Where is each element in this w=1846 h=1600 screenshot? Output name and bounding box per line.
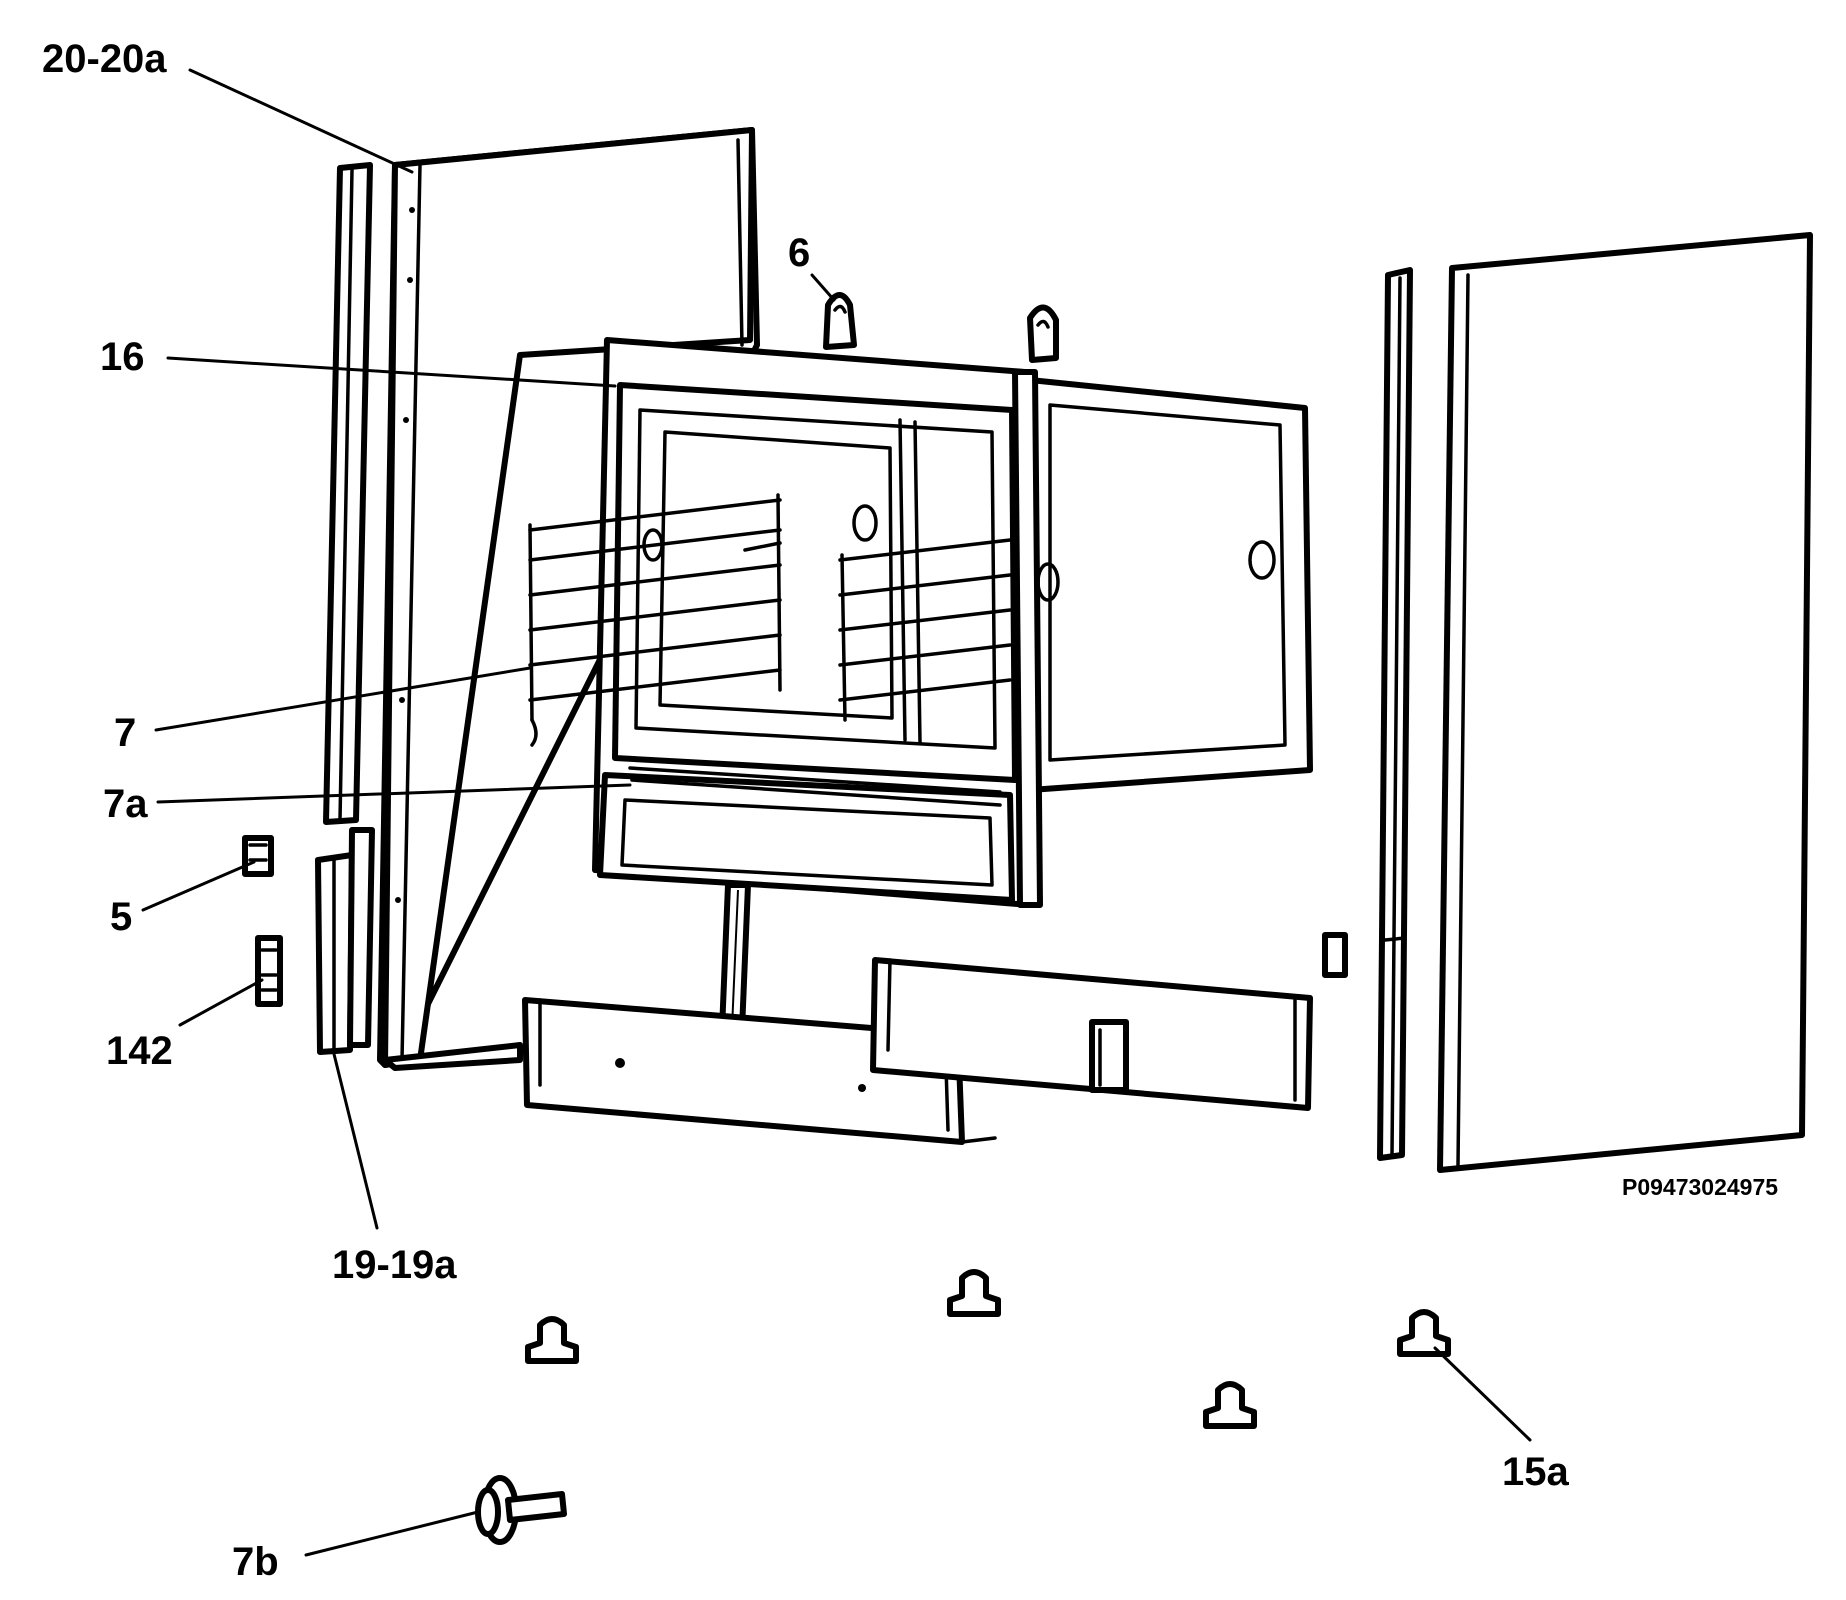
callout-16: 16 — [100, 335, 145, 379]
callout-20-20a: 20-20a — [42, 37, 167, 81]
callout-19-19a: 19-19a — [332, 1243, 457, 1287]
callout-142: 142 — [106, 1029, 173, 1073]
kick-plate-left — [522, 997, 997, 1145]
clip-part-5 — [242, 835, 274, 877]
oven-shelf-7 — [528, 493, 1012, 747]
small-bracket — [1322, 932, 1348, 978]
leader-lines — [141, 68, 1532, 1557]
drawing-number: P09473024975 — [1622, 1174, 1778, 1200]
shelf-shaft-7b — [475, 1475, 567, 1545]
kick-plate-right — [870, 957, 1313, 1111]
hinge-part-6 — [823, 292, 1059, 363]
oven-tray-7a — [628, 766, 1002, 807]
right-side-panel — [1437, 232, 1813, 1173]
left-rail — [315, 162, 375, 1055]
callout-6: 6 — [788, 231, 810, 275]
adjustable-foot — [1203, 1381, 1257, 1429]
callout-5: 5 — [110, 895, 132, 939]
adjustable-foot — [525, 1316, 579, 1364]
callout-7: 7 — [114, 711, 136, 755]
oven-cavity — [592, 337, 1313, 908]
center-post — [719, 882, 751, 1033]
callout-15a: 15a — [1502, 1450, 1569, 1494]
callout-7a: 7a — [103, 782, 148, 826]
adjustable-foot — [1397, 1309, 1451, 1357]
callout-7b: 7b — [232, 1540, 279, 1584]
right-rail — [1377, 267, 1413, 1161]
adjustable-foot — [947, 1269, 1001, 1317]
clip-part-142 — [255, 935, 283, 1007]
